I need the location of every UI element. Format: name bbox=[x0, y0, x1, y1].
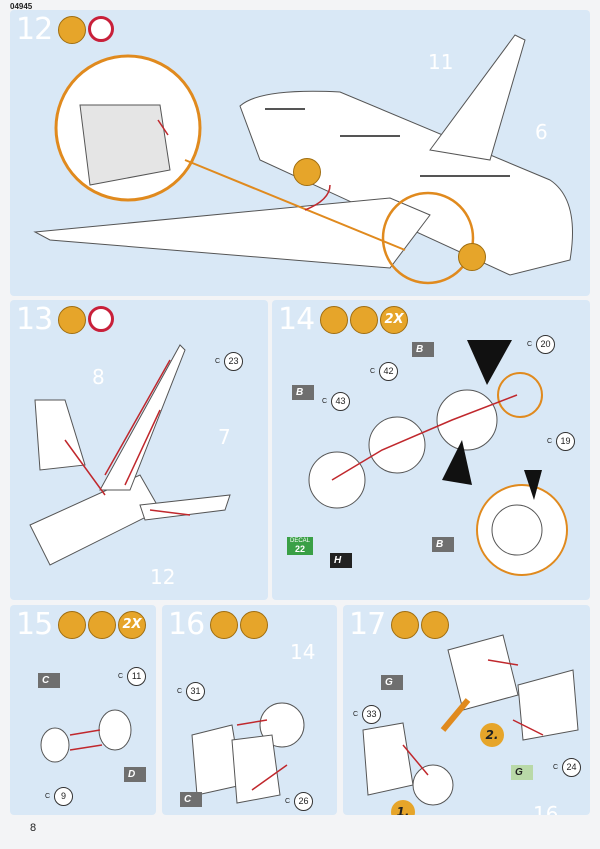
tape-icon bbox=[458, 243, 486, 271]
engine-detail-circle bbox=[381, 191, 475, 285]
engine-cowl-rear bbox=[517, 669, 579, 741]
step-12-panel: 12 11 6 bbox=[10, 10, 590, 296]
fuselage bbox=[239, 90, 573, 276]
sprue-flag-b: B bbox=[432, 537, 454, 552]
sprue-flag-g: G bbox=[511, 765, 533, 780]
sprue-flag-g: G bbox=[381, 675, 403, 690]
sprue-flag-h: H bbox=[330, 553, 352, 568]
tape-icon bbox=[293, 158, 321, 186]
fan-blades-front bbox=[308, 451, 366, 509]
paint-icon bbox=[240, 611, 268, 639]
part-label-6: 6 bbox=[535, 120, 548, 144]
nacelle-half-right bbox=[231, 734, 281, 804]
step-17-illustration bbox=[362, 634, 579, 806]
kit-code: 04945 bbox=[10, 2, 33, 11]
sprue-flag-b: B bbox=[292, 385, 314, 400]
rear-fuselage bbox=[29, 474, 161, 566]
vertical-stabilizer bbox=[429, 34, 526, 161]
horizontal-stabilizer-right bbox=[139, 494, 231, 521]
glue-icon bbox=[58, 306, 86, 334]
fan-assembly bbox=[412, 764, 454, 806]
step-16-illustration bbox=[191, 702, 305, 804]
sprue-flag-c: C bbox=[38, 673, 60, 688]
step-number: 14 bbox=[278, 302, 315, 337]
glue-icon bbox=[58, 611, 86, 639]
spinner-detail-circle bbox=[497, 372, 543, 418]
horizontal-stabilizer-left bbox=[34, 399, 86, 471]
step-14-illustration bbox=[308, 340, 568, 576]
step-order-2: 2. bbox=[480, 723, 504, 747]
clock-icon bbox=[88, 306, 114, 332]
step-13-illustration bbox=[29, 344, 231, 566]
step-15-illustration bbox=[40, 709, 132, 763]
step-order-1: 1. bbox=[391, 800, 415, 815]
engine-fan bbox=[436, 389, 498, 451]
sprue-flag-b: B bbox=[412, 342, 434, 357]
step-number: 17 bbox=[349, 607, 386, 642]
paint-icon bbox=[350, 306, 378, 334]
part-label-7: 7 bbox=[218, 425, 231, 449]
fan-blades-rear bbox=[368, 416, 426, 474]
clock-icon bbox=[88, 16, 114, 42]
paint-icon bbox=[88, 611, 116, 639]
step-number: 15 bbox=[16, 607, 53, 642]
engine-cone bbox=[40, 727, 70, 763]
part-label-16: 16 bbox=[533, 802, 559, 815]
step-number: 16 bbox=[168, 607, 205, 642]
step-12-illustration bbox=[33, 34, 573, 285]
sprue-flag-c: C bbox=[180, 792, 202, 807]
multiplier-badge: 2X bbox=[118, 611, 146, 639]
step-number: 13 bbox=[16, 302, 53, 337]
glue-icon bbox=[58, 16, 86, 44]
part-label-12: 12 bbox=[150, 565, 176, 589]
engine-ring bbox=[98, 709, 132, 751]
step-number: 12 bbox=[16, 12, 53, 47]
part-label-14: 14 bbox=[290, 640, 316, 664]
part-label-11: 11 bbox=[428, 50, 454, 74]
page-number: 8 bbox=[30, 822, 37, 834]
multiplier-badge: 2X bbox=[380, 306, 408, 334]
sprue-flag-d: D bbox=[124, 767, 146, 782]
nacelle-half-front bbox=[362, 722, 414, 796]
glue-icon bbox=[320, 306, 348, 334]
vertical-fin-half bbox=[99, 344, 186, 491]
glue-icon bbox=[210, 611, 238, 639]
part-label-8: 8 bbox=[92, 365, 105, 389]
paint-icon bbox=[421, 611, 449, 639]
wing bbox=[33, 197, 431, 269]
engine-nacelle-top bbox=[447, 634, 519, 711]
windows bbox=[265, 108, 510, 177]
glue-icon bbox=[391, 611, 419, 639]
